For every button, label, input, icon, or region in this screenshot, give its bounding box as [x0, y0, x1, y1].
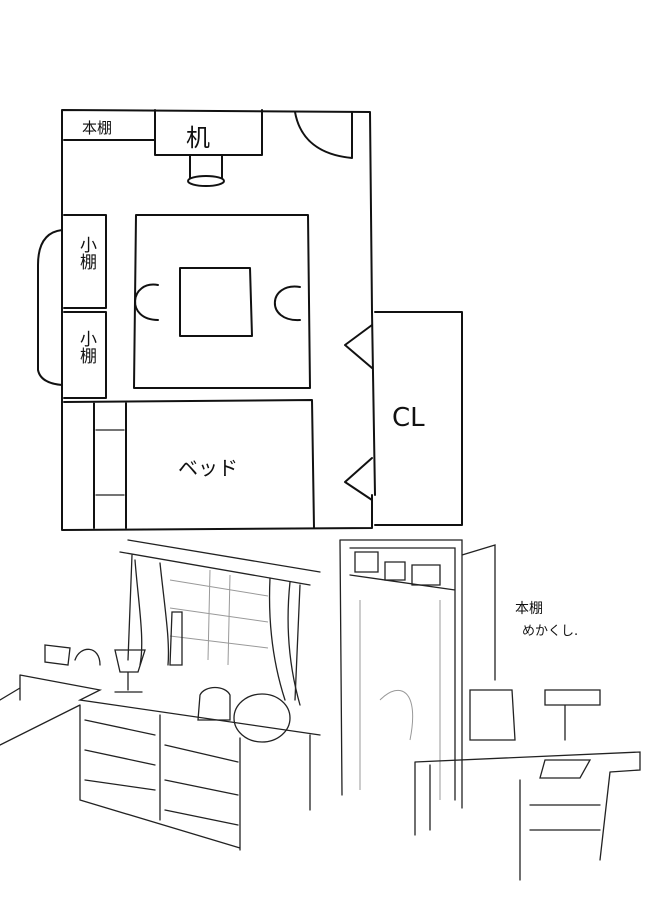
label-desk: 机	[186, 124, 210, 152]
note-line-2: めかくし.	[522, 624, 579, 639]
perspective-sketch	[0, 539, 641, 881]
label-small-shelf-1: 小棚	[76, 236, 96, 270]
label-bed: ベッド	[178, 456, 238, 480]
note-line-1: 本棚	[515, 601, 543, 617]
label-closet: CL	[392, 403, 425, 433]
label-bookshelf: 本棚	[82, 119, 113, 137]
floor-plan	[37, 109, 463, 531]
label-small-shelf-2: 小棚	[76, 330, 96, 364]
